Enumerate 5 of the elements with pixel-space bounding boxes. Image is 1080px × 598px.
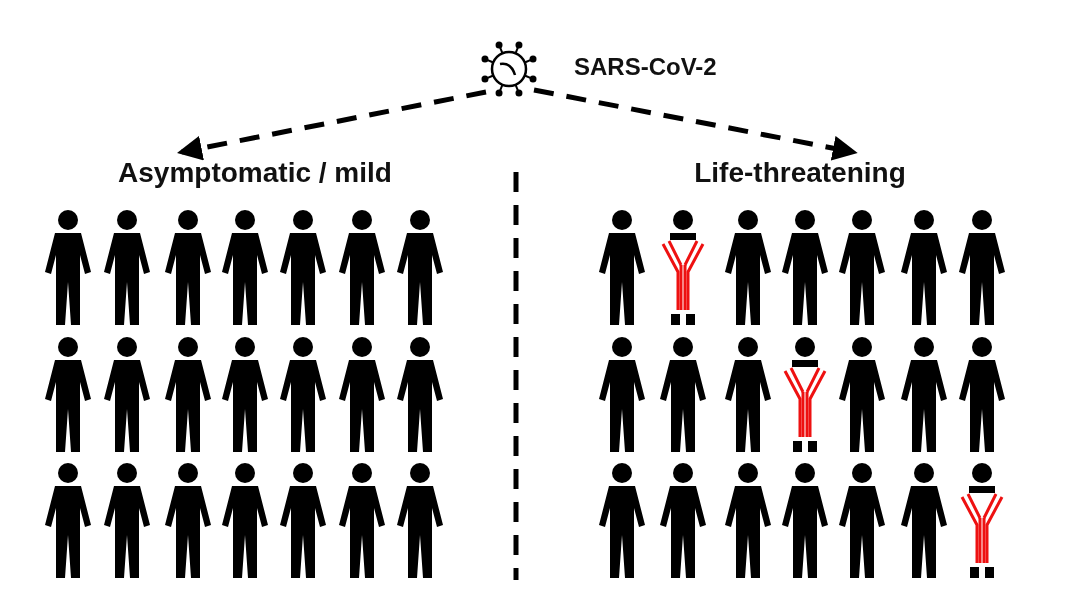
group-heading: Asymptomatic / mild xyxy=(117,157,393,189)
arrow xyxy=(533,87,858,161)
virus-name: SARS-CoV-2 xyxy=(574,53,717,81)
arrow xyxy=(177,89,487,161)
group-heading: Life-threatening xyxy=(693,157,907,189)
